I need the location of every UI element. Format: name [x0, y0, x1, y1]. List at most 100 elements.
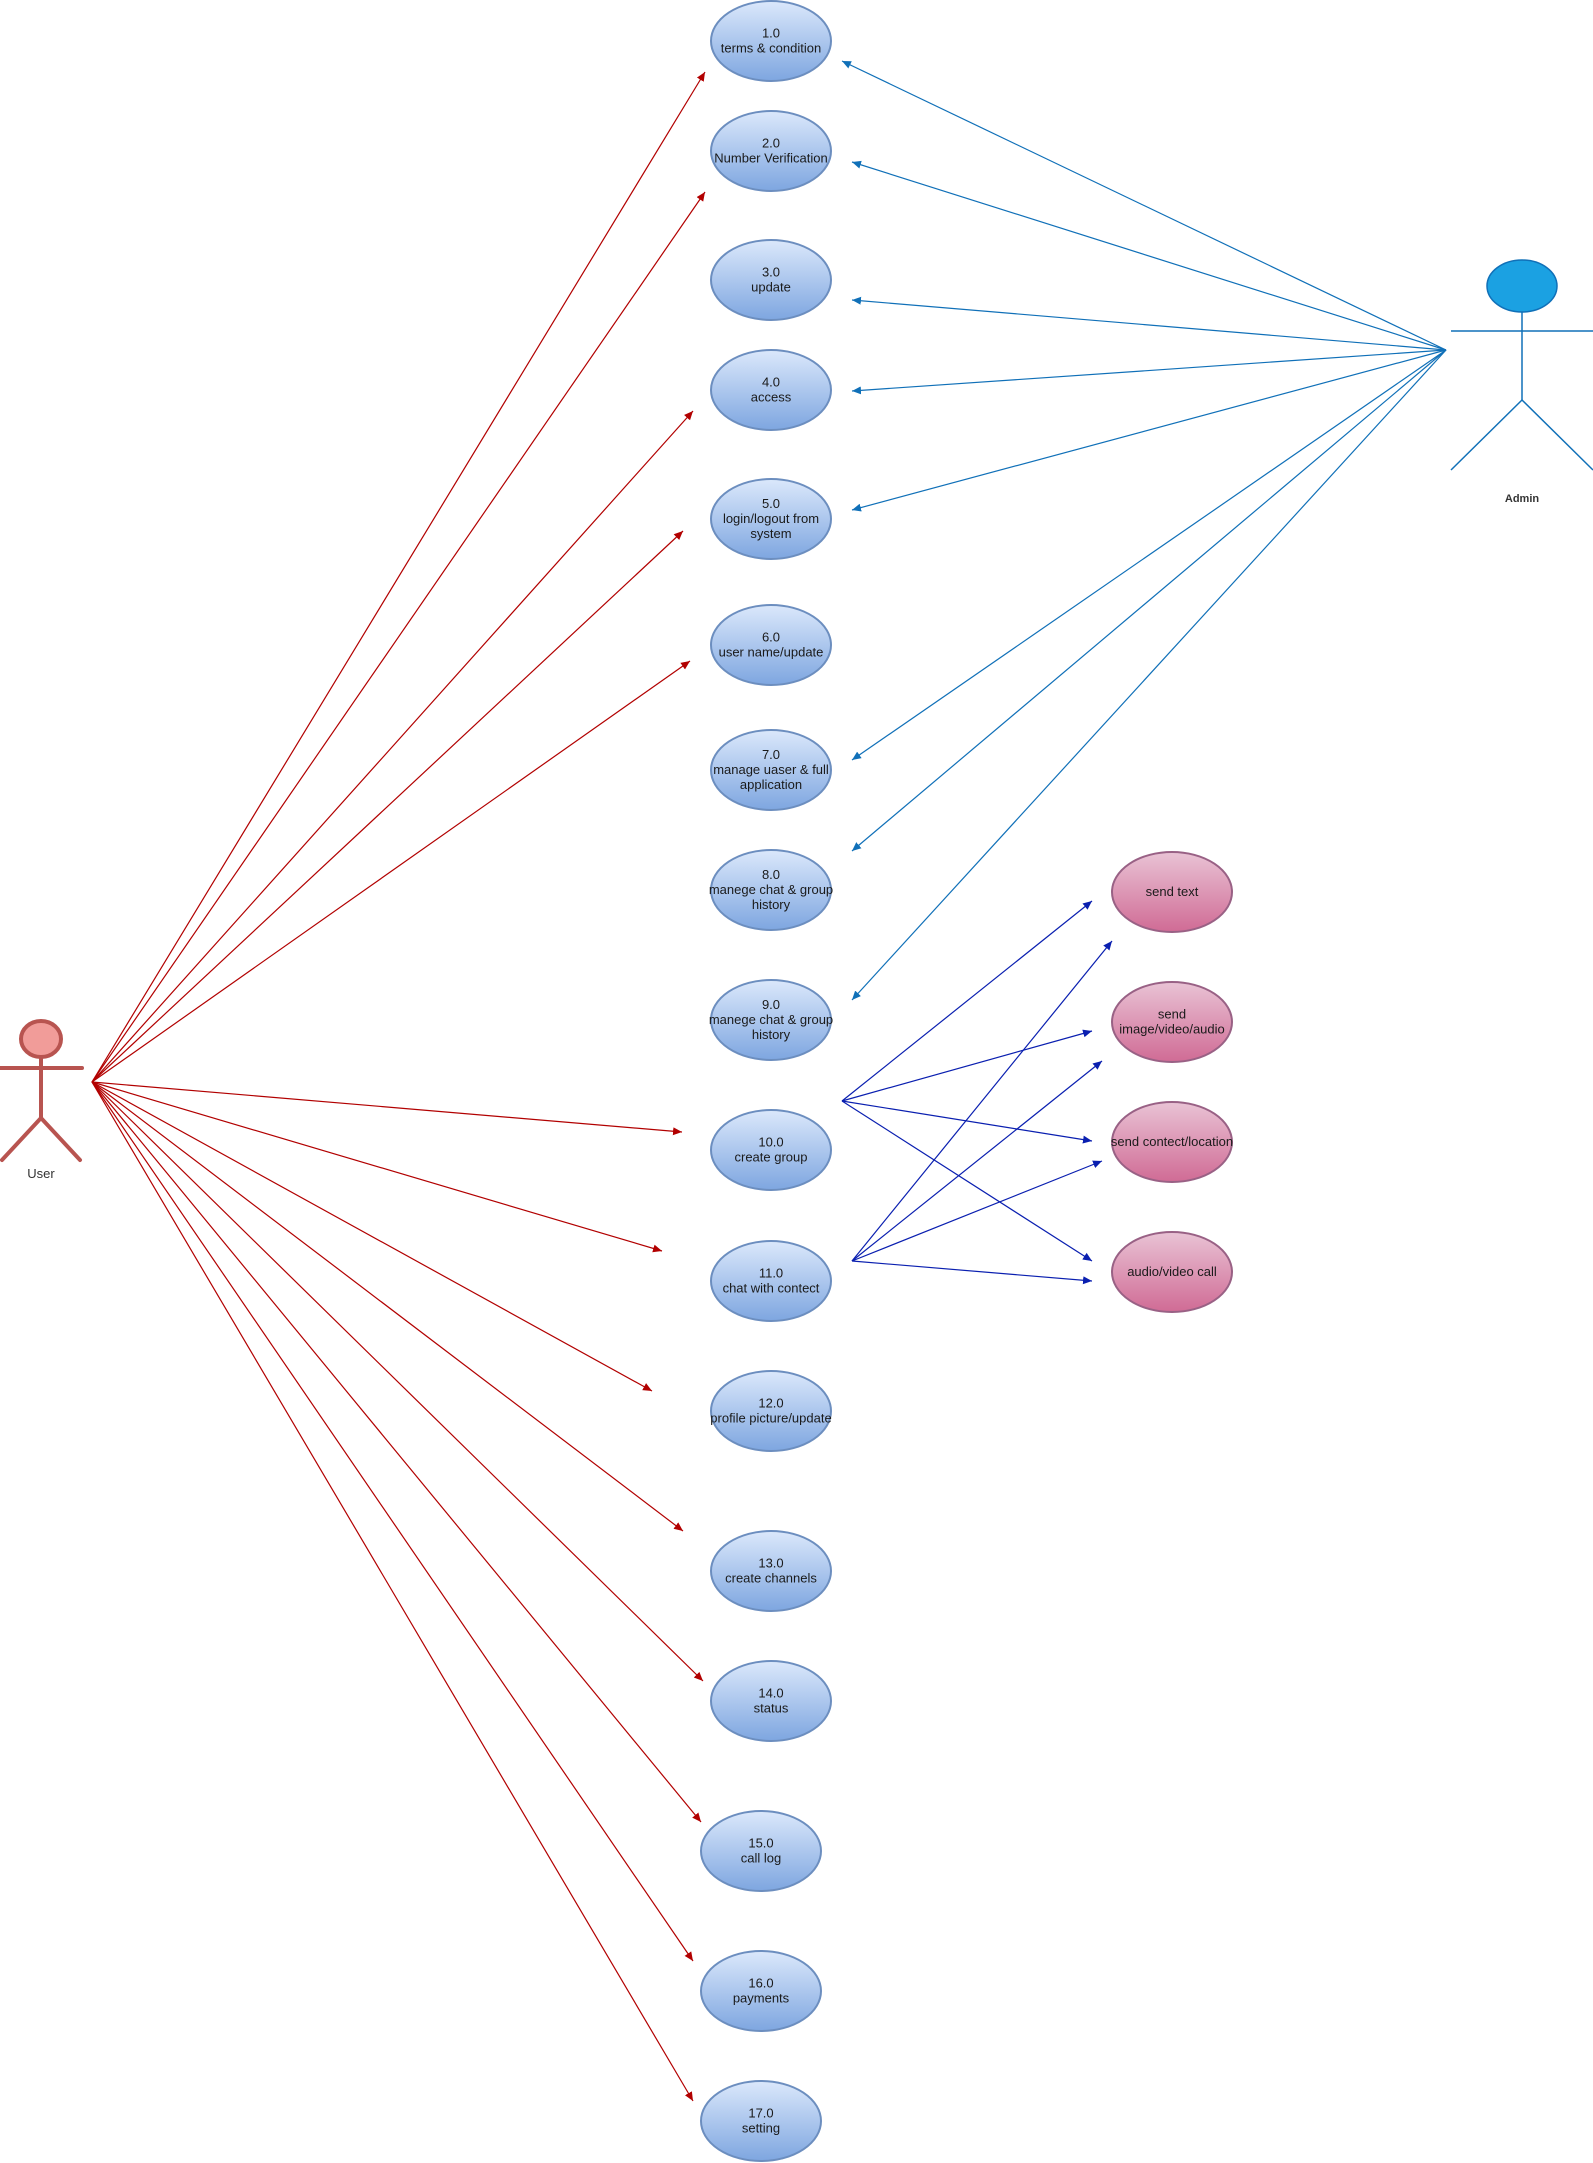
use-case-label: history	[752, 897, 791, 912]
use-case-ellipse[interactable]	[710, 1109, 832, 1191]
user-association-arrow	[91, 1081, 653, 1392]
extend-arrow	[851, 1060, 1103, 1262]
admin-actor[interactable]: Admin	[1450, 259, 1593, 505]
use-case-ellipse[interactable]	[710, 478, 832, 560]
use-case-label: Number Verification	[714, 151, 827, 166]
use-case-label: update	[751, 280, 791, 295]
use-case-label: call log	[741, 1851, 781, 1866]
use-case-label: 3.0	[762, 265, 780, 280]
use-case-label: terms & condition	[721, 41, 821, 56]
use-case-label: 6.0	[762, 630, 780, 645]
use-case-ellipse[interactable]	[710, 1370, 832, 1452]
user-actor-label: User	[27, 1166, 55, 1181]
admin-association-arrow	[851, 349, 1447, 512]
use-case-ellipse[interactable]	[710, 0, 832, 82]
use-case-label: application	[740, 777, 802, 792]
user-association-arrow	[91, 410, 694, 1083]
use-case-label: 13.0	[758, 1556, 783, 1571]
extend-arrow	[851, 1260, 1093, 1285]
user-association-arrow	[91, 660, 691, 1083]
use-case-ellipse[interactable]	[700, 1810, 822, 1892]
use-case-label: 7.0	[762, 747, 780, 762]
user-association-arrow	[91, 1081, 663, 1253]
admin-actor-label: Admin	[1505, 493, 1540, 505]
use-case-ellipse[interactable]	[700, 1950, 822, 2032]
use-case-label: create group	[735, 1150, 808, 1165]
actor-head	[19, 1019, 63, 1059]
actor-right-leg	[39, 1116, 82, 1162]
use-case-ellipse[interactable]	[710, 849, 832, 931]
use-case-ellipse[interactable]	[710, 979, 832, 1061]
sub-use-case-3[interactable]: send contect/location	[1111, 1101, 1233, 1183]
use-case-label: history	[752, 1027, 791, 1042]
use-case-label: 14.0	[758, 1686, 783, 1701]
actor-left-leg	[0, 1116, 43, 1162]
actor-right-leg	[1521, 399, 1593, 471]
admin-association-arrow	[841, 60, 1447, 351]
use-case-label: 9.0	[762, 997, 780, 1012]
use-case-label: profile picture/update	[710, 1411, 831, 1426]
use-case-label: 10.0	[758, 1135, 783, 1150]
sub-use-case-label: send text	[1146, 884, 1199, 899]
user-association-arrow	[91, 1081, 684, 1532]
sub-use-case-ellipse[interactable]	[1111, 981, 1233, 1063]
use-case-ellipse[interactable]	[700, 2080, 822, 2162]
admin-association-arrow	[851, 160, 1447, 351]
sub-use-case-label: audio/video call	[1127, 1264, 1217, 1279]
actor-left-leg	[1450, 399, 1523, 471]
sub-use-case-ellipse[interactable]	[1111, 851, 1233, 933]
use-case-ellipse[interactable]	[710, 729, 832, 811]
actors: User Admin	[0, 259, 1593, 1181]
use-case-label: 11.0	[759, 1266, 783, 1281]
use-case-ellipse[interactable]	[710, 1660, 832, 1742]
sub-use-case-label: send contect/location	[1111, 1134, 1233, 1149]
use-case-ellipse[interactable]	[710, 110, 832, 192]
use-case-label: 15.0	[748, 1836, 773, 1851]
sub-use-case-1[interactable]: send text	[1111, 851, 1233, 933]
use-case-ellipse[interactable]	[710, 239, 832, 321]
use-case-ellipse[interactable]	[710, 1530, 832, 1612]
use-case-label: setting	[742, 2121, 780, 2136]
admin-association-arrow	[851, 349, 1447, 395]
admin-association-arrow	[851, 349, 1447, 1001]
sub-use-case-4[interactable]: audio/video call	[1111, 1231, 1233, 1313]
use-case-label: manege chat & group	[709, 882, 833, 897]
user-actor[interactable]: User	[0, 1019, 84, 1181]
extend-arrow	[841, 1100, 1093, 1262]
use-case-ellipse[interactable]	[710, 349, 832, 431]
extend-arrow	[841, 1029, 1093, 1102]
use-case-label: access	[751, 390, 792, 405]
use-case-label: login/logout from	[723, 511, 819, 526]
extend-arrow	[851, 1160, 1103, 1262]
user-association-arrow	[91, 191, 706, 1083]
use-case-label: status	[754, 1701, 789, 1716]
use-case-label: 4.0	[762, 375, 780, 390]
admin-association-arrow	[851, 296, 1447, 351]
sub-use-case-ellipse[interactable]	[1111, 1231, 1233, 1313]
sub-use-case-ellipse[interactable]	[1111, 1101, 1233, 1183]
use-case-ellipse[interactable]	[710, 1240, 832, 1322]
use-case-ellipse[interactable]	[710, 604, 832, 686]
user-association-arrow	[91, 1081, 683, 1136]
